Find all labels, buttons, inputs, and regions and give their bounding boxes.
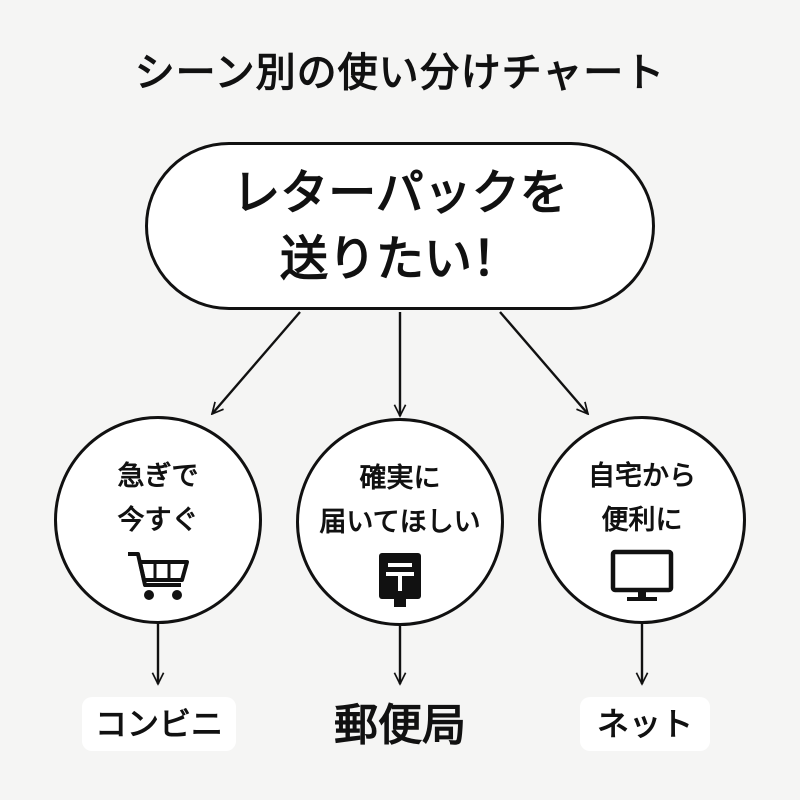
branch-2-line-2: 届いてほしい (319, 507, 481, 538)
branch-node-2: 確実に 届いてほしい (296, 418, 504, 626)
branch-1-line-1: 急ぎで (117, 461, 199, 492)
branch-3-line-1: 自宅から (588, 461, 696, 492)
monitor-icon (609, 549, 675, 607)
branch-node-1: 急ぎで 今すぐ (54, 416, 262, 624)
branch-2-line-1: 確実に (359, 463, 441, 494)
shopping-cart-icon (125, 549, 191, 607)
page-title: シーン別の使い分けチャート (134, 50, 666, 96)
question-line-2: 送りたい！ (279, 231, 520, 287)
arrow-to-branch-1 (212, 311, 301, 414)
result-convenience-store: コンビニ (82, 697, 236, 751)
branch-1-line-2: 今すぐ (117, 505, 199, 536)
post-box-icon (375, 551, 425, 613)
branch-text-1: 急ぎで 今すぐ (118, 455, 199, 543)
branch-node-3: 自宅から 便利に (538, 416, 746, 624)
branch-text-2: 確実に 届いてほしい (319, 457, 480, 545)
arrow-to-branch-3 (499, 311, 588, 414)
branch-text-3: 自宅から 便利に (588, 455, 696, 543)
question-line-1: レターパックを (232, 165, 568, 221)
branch-3-line-2: 便利に (601, 505, 683, 536)
result-online: ネット (580, 697, 710, 751)
question-node: レターパックを 送りたい！ (145, 142, 655, 310)
result-post-office: 郵便局 (334, 700, 466, 751)
